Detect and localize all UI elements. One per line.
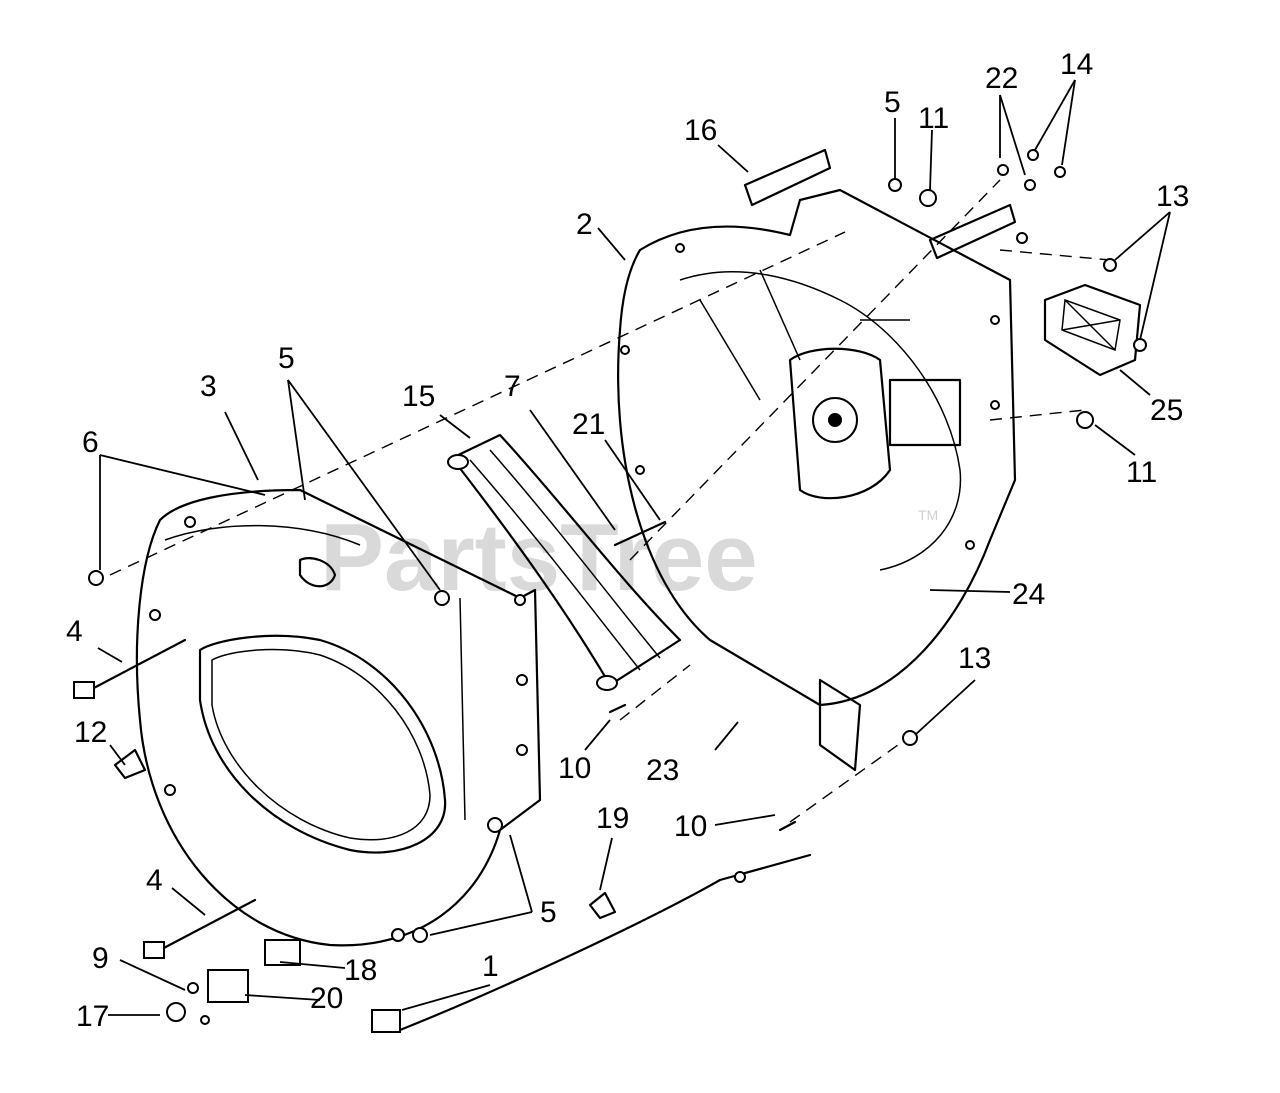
callout-13b: 13 <box>958 642 991 675</box>
callout-5c: 5 <box>540 896 557 929</box>
callout-1: 1 <box>482 950 499 983</box>
callout-19: 19 <box>596 802 629 835</box>
callout-23: 23 <box>646 754 679 787</box>
bolts[interactable] <box>73 520 797 959</box>
baffle[interactable] <box>447 433 682 691</box>
callout-22: 22 <box>985 62 1018 95</box>
callout-12: 12 <box>74 716 107 749</box>
assembly-guide-lines <box>109 179 1111 823</box>
callout-4a: 4 <box>66 615 83 648</box>
callout-21: 21 <box>572 408 605 441</box>
callout-10a: 10 <box>558 752 591 785</box>
callout-13a: 13 <box>1156 180 1189 213</box>
leader-lines <box>97 79 1171 1016</box>
watermark-tm: TM <box>918 507 938 523</box>
callout-18: 18 <box>344 954 377 987</box>
callout-17: 17 <box>76 1000 109 1033</box>
watermark: PartsTree TM <box>320 504 938 611</box>
callout-5a: 5 <box>278 342 295 375</box>
callouts: 1 2 3 4 4 5 5 5 6 7 9 10 10 11 11 12 13 … <box>66 48 1189 1033</box>
callout-9: 9 <box>92 942 109 975</box>
callout-11a: 11 <box>918 102 949 135</box>
watermark-text: PartsTree <box>320 504 758 611</box>
callout-5b: 5 <box>884 86 901 119</box>
callout-7: 7 <box>504 370 521 403</box>
callout-16: 16 <box>684 114 717 147</box>
bracket-plate[interactable] <box>818 678 862 772</box>
callout-11b: 11 <box>1126 456 1157 489</box>
seal-top[interactable] <box>743 148 1017 260</box>
rear-housing[interactable] <box>617 188 1017 707</box>
callout-3: 3 <box>200 370 217 403</box>
callout-15: 15 <box>402 380 435 413</box>
small-hardware[interactable] <box>88 149 1147 1025</box>
callout-10b: 10 <box>674 810 707 843</box>
callout-2: 2 <box>576 208 593 241</box>
callout-4b: 4 <box>146 864 163 897</box>
cover-plate[interactable] <box>1043 283 1142 377</box>
callout-14: 14 <box>1060 48 1093 81</box>
wire-harness[interactable] <box>371 853 812 1033</box>
callout-20: 20 <box>310 982 343 1015</box>
callout-24: 24 <box>1012 578 1045 611</box>
callout-6: 6 <box>82 426 99 459</box>
callout-25: 25 <box>1150 394 1183 427</box>
